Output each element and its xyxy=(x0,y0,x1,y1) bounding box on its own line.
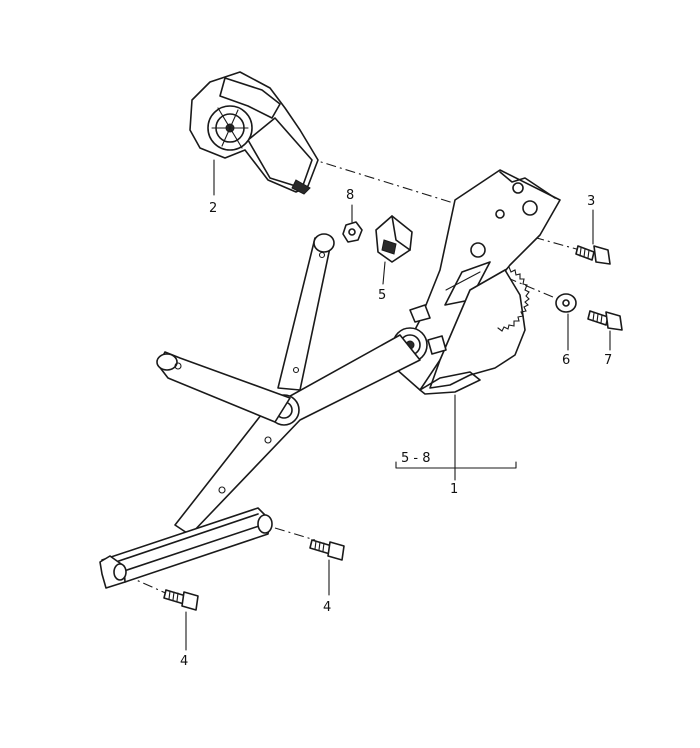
motor-alignment-dashline xyxy=(249,139,461,206)
callout-2: 2 xyxy=(209,201,217,216)
window-motor xyxy=(189,71,319,195)
callout-7: 7 xyxy=(604,353,612,368)
washer-6 xyxy=(555,293,577,313)
leader-5 xyxy=(382,261,386,285)
bolt-4-upper xyxy=(309,539,345,561)
washer-alignment-dashline xyxy=(469,261,561,301)
callout-1: 1 xyxy=(450,482,458,497)
regulator-plate xyxy=(392,169,561,395)
callout-6: 6 xyxy=(562,353,570,368)
callout-4-lower: 4 xyxy=(180,654,188,669)
bolt4b-alignment-dashline xyxy=(274,527,316,541)
callout-4-upper: 4 xyxy=(323,600,331,615)
callout-5: 5 xyxy=(378,288,386,303)
nut-8 xyxy=(342,221,363,243)
bolt-3 xyxy=(575,245,611,265)
bolt-7 xyxy=(587,310,623,331)
lift-arm-upper xyxy=(277,233,335,391)
callout-3: 3 xyxy=(587,194,595,209)
bracket-5-8 xyxy=(395,461,517,469)
slider-5 xyxy=(375,215,413,263)
bolt-4-lower xyxy=(163,589,199,611)
callout-8: 8 xyxy=(346,188,354,203)
callout-range-5-8: 5 - 8 xyxy=(401,451,431,466)
lift-arm-secondary xyxy=(156,351,291,423)
glass-channel xyxy=(99,507,273,589)
